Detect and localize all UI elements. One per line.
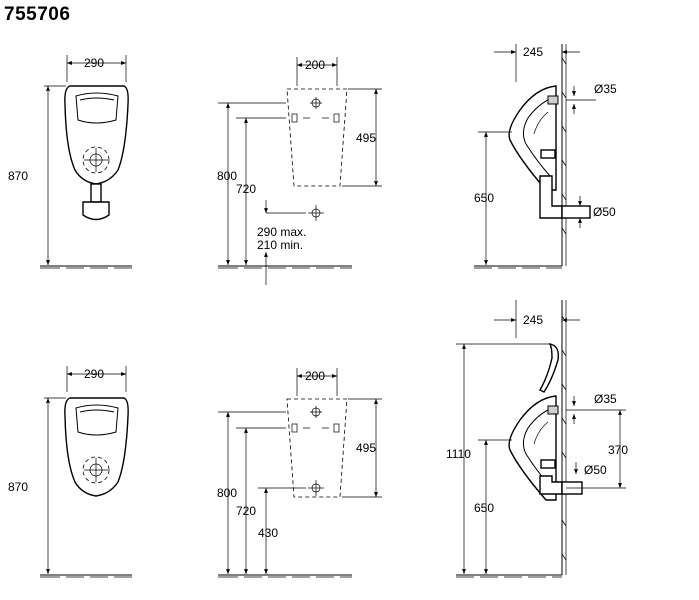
dim-height: 870 — [8, 480, 28, 494]
dim-height: 650 — [474, 501, 494, 515]
dim-total: 800 — [217, 486, 237, 500]
dim-width: 290 — [84, 367, 104, 381]
dim-range-max: 290 max. — [257, 225, 306, 239]
dim-range-min: 210 min. — [257, 238, 303, 252]
side-view-bottom: 245 Ø35 Ø50 370 1110 650 — [446, 300, 628, 578]
dim-mid: 720 — [236, 504, 256, 518]
model-number: 755706 — [4, 4, 71, 25]
dim-inlet: Ø35 — [594, 392, 617, 406]
dim-depth: 245 — [523, 313, 543, 327]
mounting-view-bottom: 200 800 720 430 495 — [217, 368, 382, 578]
dim-outlet: Ø50 — [584, 463, 607, 477]
front-view-bottom: 290 870 — [8, 366, 132, 578]
dim-width: 200 — [305, 58, 325, 72]
dim-inlet: Ø35 — [594, 82, 617, 96]
dim-outlet-height: 430 — [258, 526, 278, 540]
dim-width: 290 — [84, 56, 104, 70]
dim-height: 650 — [474, 191, 494, 205]
dim-depth: 245 — [523, 45, 543, 59]
dim-height: 870 — [8, 169, 28, 183]
dim-spacing: 370 — [608, 443, 628, 457]
mounting-view-top: 200 800 720 290 max. 210 min. 495 — [217, 57, 382, 285]
dim-total: 800 — [217, 169, 237, 183]
dim-outlet: Ø50 — [593, 205, 616, 219]
front-view-top: 290 870 — [8, 55, 132, 269]
dim-width: 200 — [305, 369, 325, 383]
dim-total: 1110 — [446, 447, 471, 461]
dim-mid: 720 — [236, 182, 256, 196]
dim-upper: 495 — [356, 131, 376, 145]
dim-upper: 495 — [356, 441, 376, 455]
side-view-top: 245 Ø35 Ø50 650 — [474, 44, 617, 269]
